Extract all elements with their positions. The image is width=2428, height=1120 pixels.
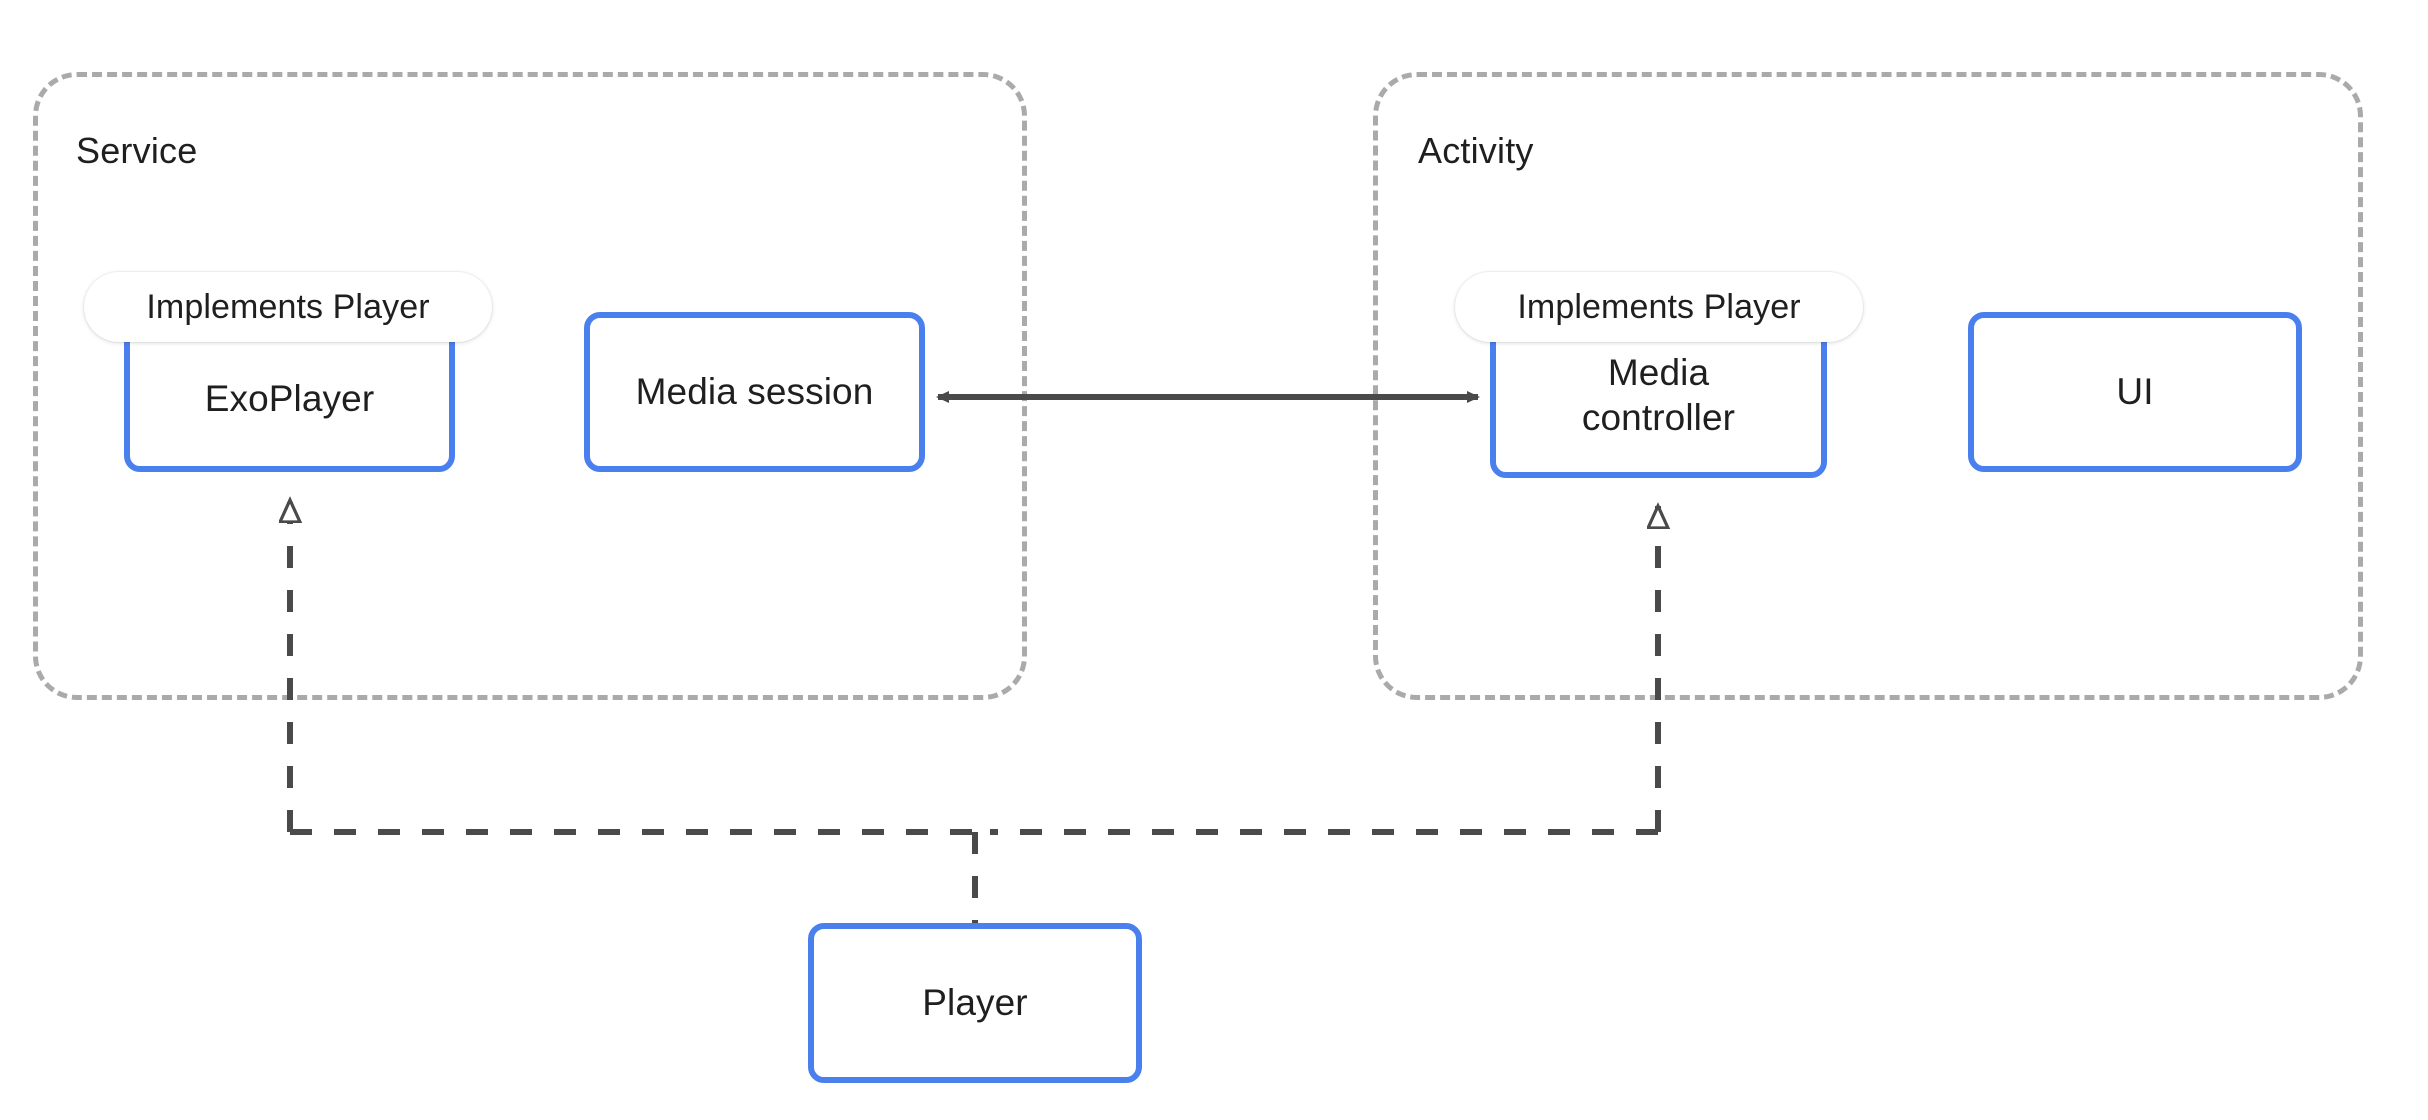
container-service-label: Service <box>76 130 198 171</box>
node-exoplayer[interactable]: ExoPlayer <box>124 325 455 472</box>
node-media-session-label: Media session <box>635 371 874 413</box>
container-activity-label: Activity <box>1418 130 1534 171</box>
node-player-label: Player <box>922 982 1028 1024</box>
stereotype-exoplayer-implements-player: Implements Player <box>84 272 492 342</box>
stereotype-exoplayer-label: Implements Player <box>146 287 430 326</box>
node-media-session[interactable]: Media session <box>584 312 925 472</box>
node-player[interactable]: Player <box>808 923 1142 1083</box>
container-service <box>33 72 1027 700</box>
node-media-controller-label: Media controller <box>1581 351 1736 438</box>
stereotype-media-controller-label: Implements Player <box>1517 287 1801 326</box>
node-ui-label: UI <box>2116 371 2154 413</box>
node-ui[interactable]: UI <box>1968 312 2302 472</box>
container-activity <box>1373 72 2363 700</box>
stereotype-media-controller-implements-player: Implements Player <box>1455 272 1863 342</box>
node-exoplayer-label: ExoPlayer <box>204 377 375 419</box>
